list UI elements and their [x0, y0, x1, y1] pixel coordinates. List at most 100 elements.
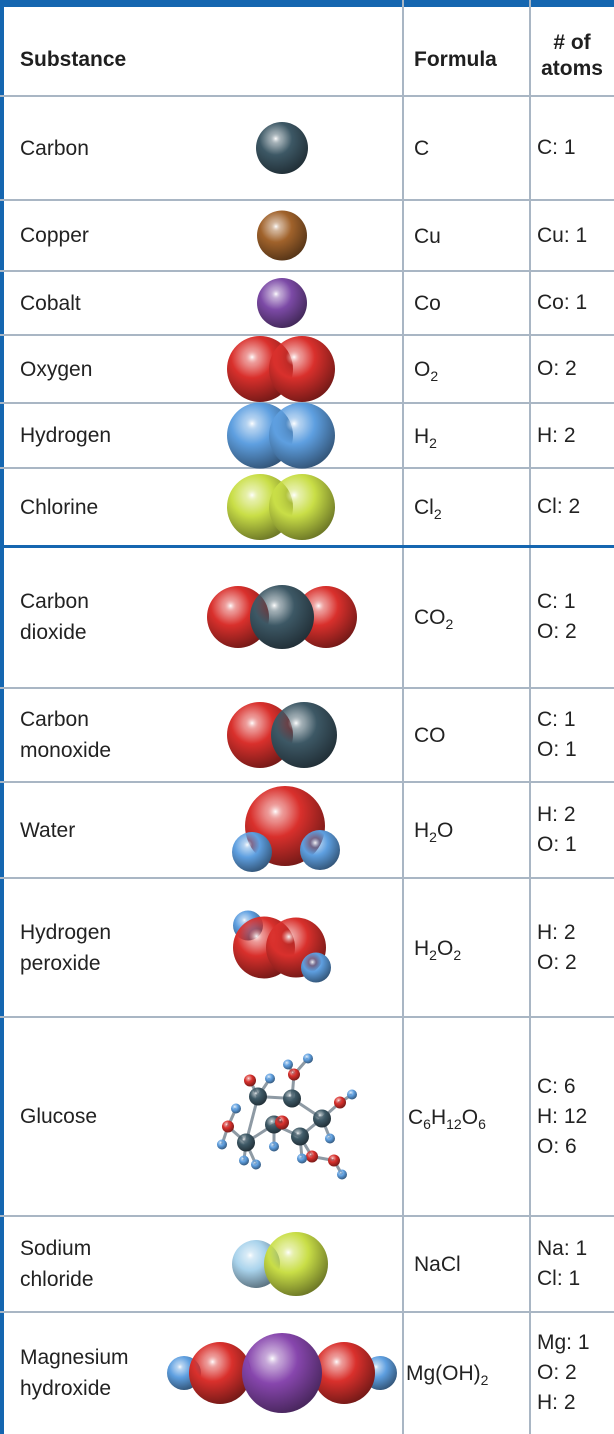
substance-name-line: Glucose	[20, 1105, 98, 1128]
row-divider	[0, 781, 614, 783]
formula-subscript: 2	[480, 1372, 489, 1388]
formula-subscript: 2	[445, 616, 454, 632]
substance-name-line: Chlorine	[20, 495, 99, 519]
substance-name-line: Carbon	[20, 590, 89, 613]
substance-name: Carbon	[20, 133, 89, 164]
formula-subscript: 6	[423, 1115, 431, 1132]
atom-sphere	[271, 702, 337, 768]
row-divider	[0, 334, 614, 336]
substance-name: Carbon dioxide	[20, 586, 89, 648]
formula-text: H	[414, 424, 430, 448]
atom-sphere	[297, 1153, 307, 1164]
formula-text: H	[414, 819, 430, 842]
substance-name: Sodium chloride	[20, 1233, 94, 1295]
formula-text: Mg(OH)	[406, 1362, 481, 1385]
substance-name-line: monoxide	[20, 739, 112, 762]
formula-subscript: 2	[433, 506, 442, 522]
atom-sphere	[303, 1053, 313, 1064]
atom-sphere	[306, 1150, 318, 1163]
atom-count-line: Co: 1	[537, 291, 588, 314]
atom-sphere	[334, 1096, 346, 1109]
atom-count-line: Cu: 1	[537, 223, 588, 247]
substance-name: Copper	[20, 220, 89, 251]
atom-count-line: C: 6	[537, 1074, 576, 1098]
atom-count-line: H: 12	[537, 1104, 588, 1128]
substance-name: Water	[20, 815, 75, 846]
atom-count-line: Na: 1	[537, 1237, 588, 1260]
atom-count-line: Cl: 1	[537, 1267, 581, 1290]
substance-name-line: hydroxide	[20, 1377, 112, 1400]
formula-subscript: 2	[430, 368, 439, 384]
atom-sphere	[189, 1342, 251, 1404]
atom-sphere	[251, 1159, 261, 1170]
substance-name-line: Oxygen	[20, 357, 93, 381]
row-divider	[0, 1016, 614, 1018]
atom-count: O: 2	[537, 354, 577, 384]
formula-text: Cu	[414, 224, 441, 248]
substance-name-line: Carbon	[20, 136, 89, 160]
row-divider	[0, 687, 614, 689]
chemical-formula: Mg(OH)2	[406, 1358, 488, 1389]
row-divider	[0, 270, 614, 272]
atom-sphere	[264, 1232, 328, 1296]
formula-text: O	[436, 936, 454, 960]
atom-sphere	[288, 1068, 300, 1081]
formula-text: C	[414, 137, 430, 160]
carbon-dioxide-model	[207, 585, 357, 649]
hydrogen-peroxide-model	[233, 910, 331, 983]
copper-atom-model	[257, 210, 307, 261]
row-divider	[0, 199, 614, 201]
chemical-formula: CO	[414, 720, 446, 751]
substance-name-line: dioxide	[20, 621, 87, 644]
formula-text: NaCl	[414, 1253, 461, 1276]
substance-name-line: Carbon	[20, 708, 89, 731]
chemical-formula: H2O2	[414, 933, 461, 964]
water-model	[232, 786, 340, 872]
atom-count-line: H: 2	[537, 423, 576, 447]
magnesium-hydroxide-model	[167, 1333, 397, 1413]
table-title-bar	[0, 0, 614, 7]
substance-name-line: chloride	[20, 1268, 94, 1291]
atom-count: Co: 1	[537, 288, 587, 318]
formula-text: O	[436, 819, 454, 842]
atom-sphere	[231, 1103, 241, 1114]
atom-sphere	[269, 474, 335, 540]
atom-sphere	[250, 585, 314, 649]
atom-sphere	[237, 1133, 255, 1152]
atom-sphere	[217, 1139, 227, 1150]
formula-subscript: 2	[453, 946, 462, 963]
row-divider	[0, 1311, 614, 1313]
chemical-formula: Cl2	[414, 492, 442, 523]
substance-name-line: Magnesium	[20, 1346, 129, 1369]
substance-name-line: Copper	[20, 224, 89, 247]
header-number-of-atoms: # of atoms	[530, 30, 614, 82]
atom-count-line: O: 2	[537, 1361, 577, 1384]
atom-sphere	[257, 210, 307, 261]
header-substance: Substance	[20, 48, 127, 71]
carbon-monoxide-model	[227, 702, 337, 768]
formula-subscript: 2	[429, 829, 437, 845]
substance-name: Carbon monoxide	[20, 704, 111, 766]
atom-sphere	[283, 1089, 301, 1108]
atom-sphere	[313, 1342, 375, 1404]
substance-name-line: Sodium	[20, 1237, 92, 1260]
atom-sphere	[256, 122, 308, 174]
substance-name: Cobalt	[20, 288, 81, 319]
atom-count-line: Cl: 2	[537, 495, 581, 518]
header-atoms-line-2: atoms	[541, 57, 603, 80]
substance-name-line: Water	[20, 818, 76, 842]
atom-sphere	[275, 1115, 289, 1130]
atom-count-line: O: 1	[537, 738, 577, 761]
atom-sphere	[347, 1089, 357, 1100]
chemical-formula: H2O	[414, 815, 453, 846]
substance-name-line: Hydrogen	[20, 424, 112, 447]
substance-name-line: Cobalt	[20, 291, 81, 315]
formula-text: O	[414, 358, 431, 381]
formula-subscript: 12	[446, 1115, 462, 1132]
atom-sphere	[265, 1073, 275, 1084]
